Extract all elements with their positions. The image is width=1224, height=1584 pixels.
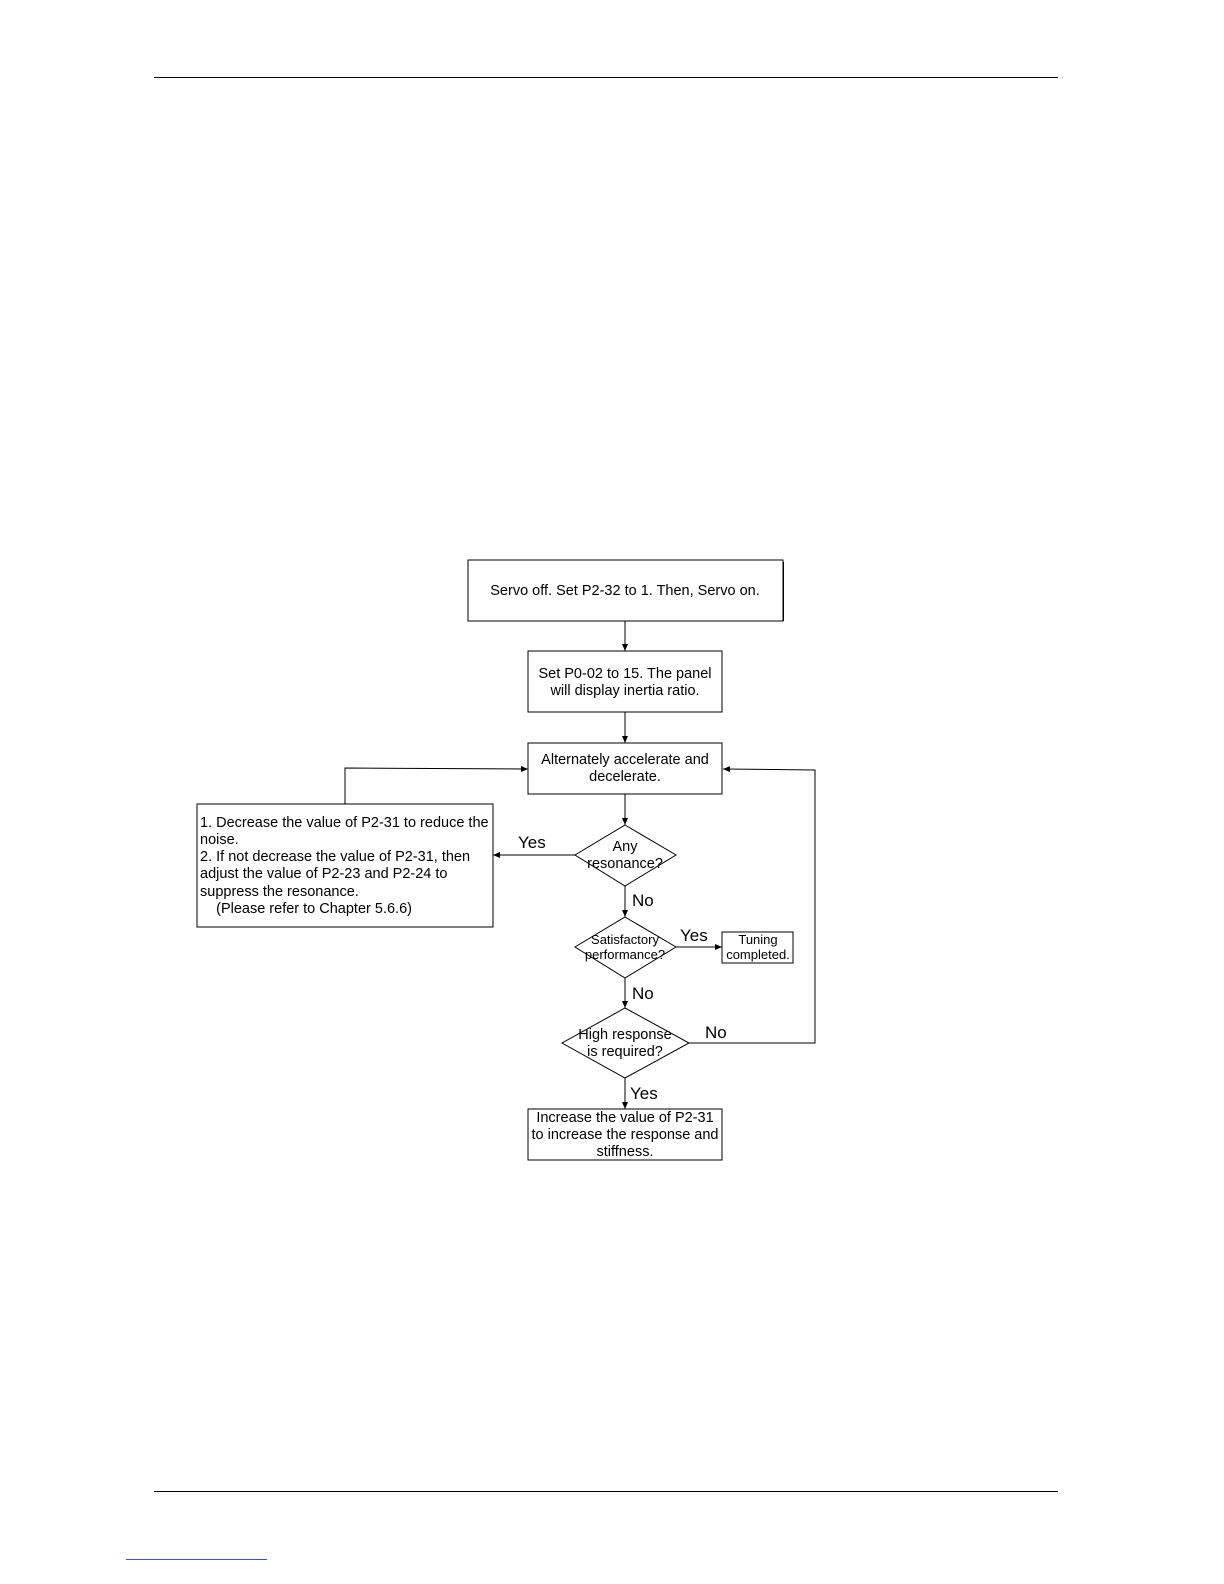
edge-high-response-no [689, 766, 816, 1044]
header-rule [154, 77, 1058, 78]
high-response-line-2: is required? [587, 1044, 663, 1060]
decrease-step-line-4: adjust the value of P2-23 and P2-24 to [200, 866, 447, 882]
resonance-line-1: Any [613, 839, 639, 855]
decrease-step-line-3: 2. If not decrease the value of P2-31, t… [200, 849, 470, 865]
panel-step-line-2: will display inertia ratio. [549, 683, 699, 699]
tuning-line-1: Tuning [738, 932, 777, 947]
decrease-step-line-1: 1. Decrease the value of P2-31 to reduce… [200, 815, 489, 831]
satisfactory-line-1: Satisfactory [591, 932, 659, 947]
label-satisfactory-no: No [632, 984, 654, 1003]
node-servo-step: Servo off. Set P2-32 to 1. Then, Servo o… [467, 559, 784, 622]
decrease-step-line-5: suppress the resonance. [200, 884, 359, 900]
accel-step-line-1: Alternately accelerate and [541, 752, 709, 768]
node-accel-step: Alternately accelerate and decelerate. [527, 742, 723, 795]
increase-step-line-2: to increase the response and [531, 1127, 718, 1143]
high-response-line-1: High response [578, 1027, 672, 1043]
label-satisfactory-yes: Yes [680, 926, 708, 945]
panel-step-line-1: Set P0-02 to 15. The panel [538, 666, 711, 682]
increase-step-line-3: stiffness. [597, 1144, 654, 1160]
node-decrease-step: 1. Decrease the value of P2-31 to reduce… [196, 803, 494, 928]
satisfactory-line-2: performance? [585, 947, 665, 962]
label-high-response-yes: Yes [630, 1084, 658, 1103]
decrease-step-line-6: (Please refer to Chapter 5.6.6) [200, 901, 412, 917]
node-increase-step: Increase the value of P2-31 to increase … [527, 1108, 723, 1161]
connectors [344, 621, 816, 1109]
decrease-step-line-2: noise. [200, 832, 239, 848]
edge-decrease-loop [344, 765, 529, 804]
decision-resonance: Any resonance? [574, 824, 677, 887]
tuning-line-2: completed. [726, 947, 790, 962]
label-resonance-yes: Yes [518, 833, 546, 852]
increase-step-line-1: Increase the value of P2-31 [536, 1110, 713, 1126]
decision-high-response: High response is required? [560, 1007, 691, 1079]
label-high-response-no: No [705, 1023, 727, 1042]
accel-step-line-2: decelerate. [589, 769, 661, 785]
footer-rule [154, 1491, 1058, 1492]
label-resonance-no: No [632, 891, 654, 910]
footer-link-underline [126, 1559, 267, 1560]
decision-satisfactory: Satisfactory performance? [574, 916, 677, 979]
resonance-line-2: resonance? [587, 856, 663, 872]
node-panel-step: Set P0-02 to 15. The panel will display … [527, 650, 723, 713]
node-tuning-completed: Tuning completed. [721, 931, 794, 964]
servo-step-text: Servo off. Set P2-32 to 1. Then, Servo o… [490, 583, 760, 599]
